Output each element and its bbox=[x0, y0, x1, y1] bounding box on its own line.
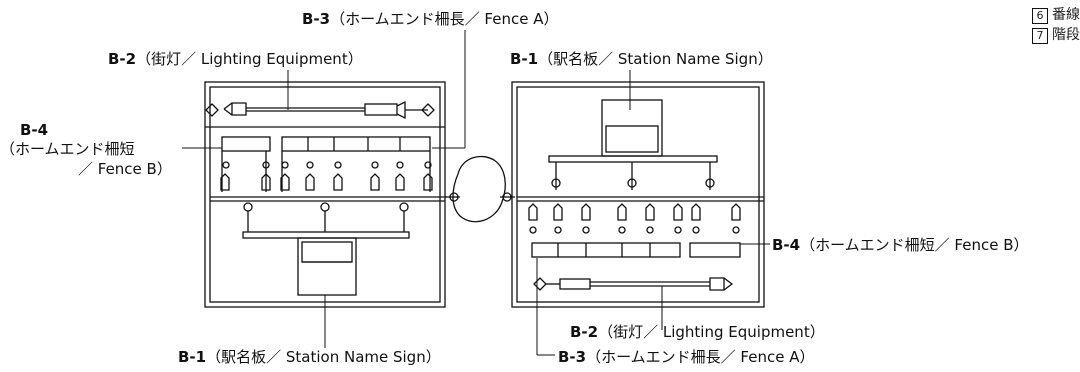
label-b2-bottom: B-2（街灯／ Lighting Equipment） bbox=[570, 323, 825, 341]
label-text: （駅名板／ Station Name Sign） bbox=[206, 348, 441, 366]
left-fence-short bbox=[220, 136, 271, 192]
label-code: B-4 bbox=[772, 236, 801, 254]
label-code: B-1 bbox=[178, 348, 207, 366]
label-b2-top: B-2（街灯／ Lighting Equipment） bbox=[108, 50, 363, 68]
label-code: B-2 bbox=[570, 323, 599, 341]
item-text: 階段用 bbox=[1052, 27, 1080, 43]
label-text: （ホームエンド柵短／ Fence B） bbox=[800, 236, 1029, 254]
label-text: （駅名板／ Station Name Sign） bbox=[538, 50, 773, 68]
label-code: B-1 bbox=[510, 50, 539, 68]
item-number-box: 6 bbox=[1032, 8, 1048, 24]
item-text: 番線表 bbox=[1052, 7, 1080, 23]
sprue-gate bbox=[452, 155, 506, 223]
right-fence-long bbox=[528, 203, 683, 258]
label-code: B-3 bbox=[302, 10, 331, 28]
label-b4-left-line2: ／ Fence B） bbox=[78, 160, 172, 178]
label-code: B-3 bbox=[558, 348, 587, 366]
left-lamp-part bbox=[205, 100, 435, 120]
label-b4-left-code: B-4 bbox=[20, 121, 49, 139]
label-b4-right: B-4（ホームエンド柵短／ Fence B） bbox=[772, 236, 1029, 254]
label-b3-bottom: B-3（ホームエンド柵長／ Fence A） bbox=[558, 348, 814, 366]
right-station-sign bbox=[548, 99, 718, 190]
label-text: （ホームエンド柵長／ Fence A） bbox=[330, 10, 559, 28]
label-b1-bottom: B-1（駅名板／ Station Name Sign） bbox=[178, 348, 441, 366]
right-sprue-frame bbox=[511, 81, 765, 308]
left-sprue-frame bbox=[204, 81, 446, 308]
label-text: （街灯／ Lighting Equipment） bbox=[598, 323, 825, 341]
label-text: （街灯／ Lighting Equipment） bbox=[136, 50, 363, 68]
right-fence-short bbox=[689, 203, 741, 258]
left-fence-long bbox=[280, 136, 433, 192]
label-b3-top: B-3（ホームエンド柵長／ Fence A） bbox=[302, 10, 558, 28]
label-b1-top: B-1（駅名板／ Station Name Sign） bbox=[510, 50, 773, 68]
left-station-sign bbox=[242, 202, 410, 296]
right-lamp-part bbox=[533, 277, 734, 291]
label-code: B-2 bbox=[108, 50, 137, 68]
corner-list-item: 6番線表 bbox=[1032, 4, 1080, 24]
label-text: （ホームエンド柵長／ Fence A） bbox=[586, 348, 815, 366]
corner-list-item: 7階段用 bbox=[1032, 24, 1080, 44]
item-number-box: 7 bbox=[1032, 28, 1048, 44]
label-b4-left-line1: （ホームエンド柵短 bbox=[0, 140, 135, 158]
